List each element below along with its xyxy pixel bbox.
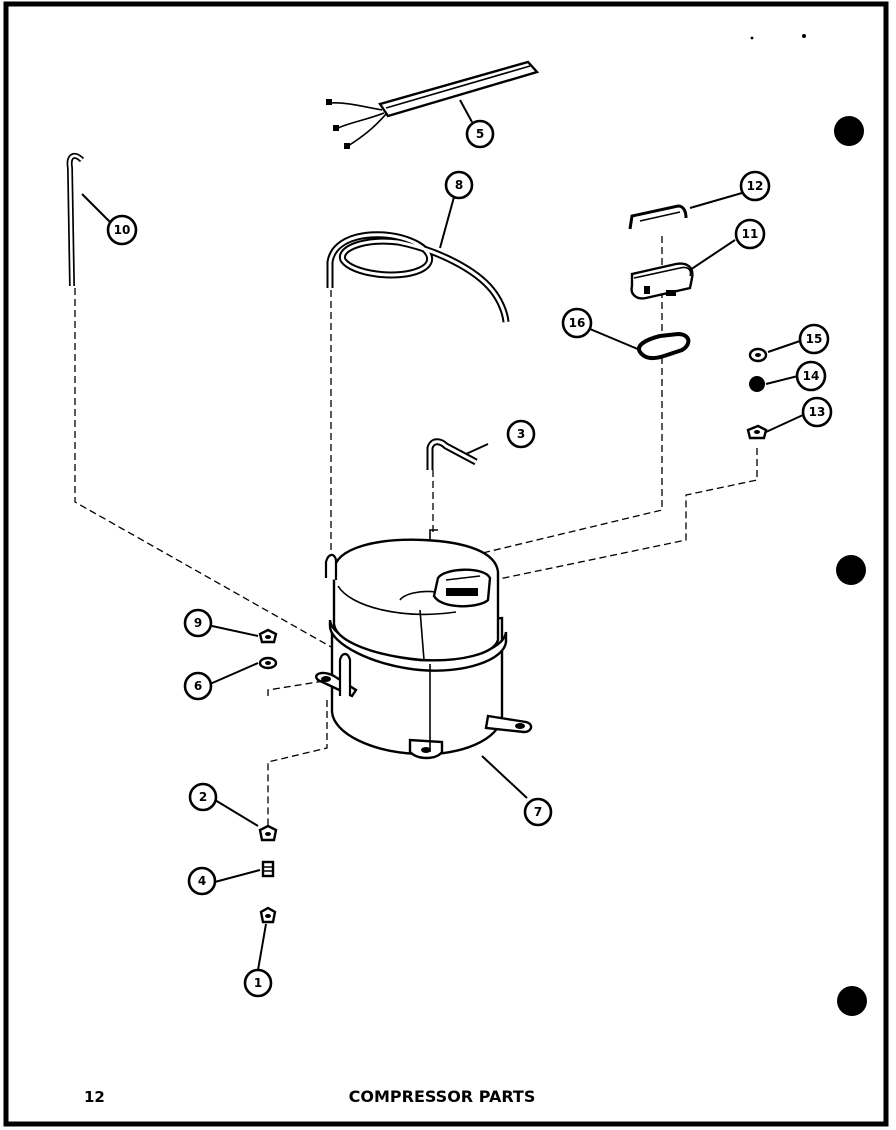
callout-label: 6: [194, 679, 202, 693]
callout-7: 7: [523, 797, 553, 827]
spacer-4: [261, 860, 275, 878]
callout-label: 2: [199, 790, 207, 804]
grommet-14: [749, 376, 765, 392]
callout-14: 14: [795, 360, 827, 392]
scan-speck: [750, 36, 754, 40]
callout-label: 15: [806, 332, 823, 346]
callout-label: 11: [742, 227, 759, 241]
punch-hole-top: [834, 116, 864, 146]
callout-5: 5: [465, 119, 495, 149]
callout-label: 12: [747, 179, 764, 193]
bent-tube-part: [426, 438, 478, 470]
assembly-lines: [74, 236, 758, 828]
scan-speck: [802, 34, 806, 38]
page-border: [3, 1, 889, 1127]
callout-15: 15: [798, 323, 830, 355]
callout-label: 10: [114, 223, 131, 237]
retainer-clip-part: [628, 204, 688, 230]
callout-8: 8: [444, 170, 474, 200]
callout-13: 13: [801, 396, 833, 428]
callout-9: 9: [183, 608, 213, 638]
small-hardware-left: [258, 628, 278, 670]
callout-label: 1: [254, 976, 262, 990]
gasket-ring-part: [637, 331, 691, 361]
wire-harness-part: [326, 60, 540, 149]
small-hardware-right: [746, 347, 768, 440]
callout-10: 10: [106, 214, 138, 246]
page-number: 12: [84, 1088, 105, 1106]
punch-hole-bottom: [837, 986, 867, 1016]
callout-11: 11: [734, 218, 766, 250]
callout-6: 6: [183, 671, 213, 701]
callout-label: 4: [198, 874, 206, 888]
tube-part: [66, 152, 85, 287]
compressor-body-part: [315, 529, 533, 760]
callout-label: 9: [194, 616, 202, 630]
callout-label: 16: [569, 316, 586, 330]
coiled-tube-part: [326, 231, 510, 323]
callout-1: 1: [243, 968, 273, 998]
callout-16: 16: [561, 307, 593, 339]
callout-label: 13: [809, 405, 826, 419]
mounting-hardware-bottom: [258, 824, 278, 924]
callout-label: 14: [803, 369, 820, 383]
callout-3: 3: [506, 419, 536, 449]
leader-lines: [81, 99, 804, 971]
callout-4: 4: [187, 866, 217, 896]
terminal-cover-part: [630, 262, 694, 300]
callout-label: 3: [517, 427, 525, 441]
callout-label: 5: [476, 127, 484, 141]
callout-2: 2: [188, 782, 218, 812]
callout-12: 12: [739, 170, 771, 202]
punch-hole-middle: [836, 555, 866, 585]
callout-label: 8: [455, 178, 463, 192]
page-title: COMPRESSOR PARTS: [349, 1087, 536, 1106]
callout-label: 7: [534, 805, 542, 819]
